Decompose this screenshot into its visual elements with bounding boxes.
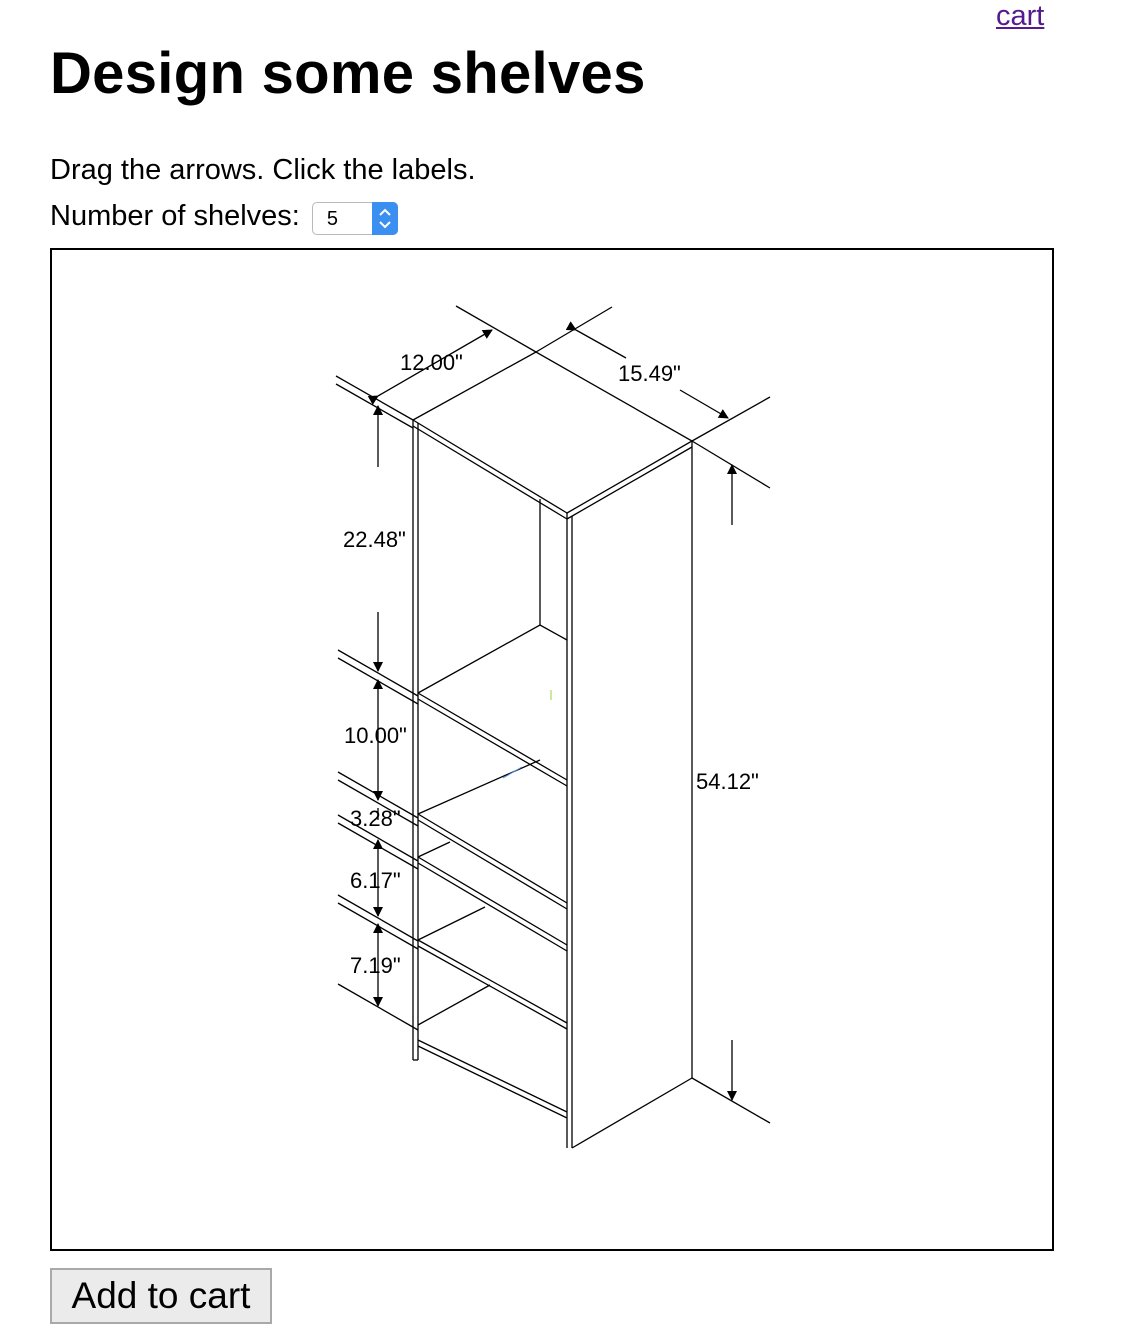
shelf-gap-label[interactable]: 3.28" bbox=[350, 806, 401, 831]
shelf-count-value: 5 bbox=[326, 208, 338, 230]
depth-label[interactable]: 12.00" bbox=[400, 350, 463, 375]
add-to-cart-button[interactable]: Add to cart bbox=[50, 1268, 272, 1324]
select-arrows-icon bbox=[371, 202, 398, 235]
height-dimension[interactable] bbox=[691, 440, 771, 1124]
shelf-design-canvas[interactable]: 12.00" 15.49" 54.12" 22.48" 10.00" 3.28"… bbox=[50, 248, 1054, 1251]
shelf-count-select[interactable]: 5 bbox=[311, 202, 398, 235]
shelf-diagram: 12.00" 15.49" 54.12" 22.48" 10.00" 3.28"… bbox=[335, 305, 771, 1149]
instructions-text: Drag the arrows. Click the labels. bbox=[50, 154, 476, 186]
shelf-gap-label[interactable]: 7.19" bbox=[350, 953, 401, 978]
width-dimension[interactable] bbox=[535, 306, 771, 442]
shelf-gap-dimensions[interactable] bbox=[337, 405, 419, 1031]
shelf-count-row: Number of shelves: 5 bbox=[50, 200, 398, 235]
shelf-count-label: Number of shelves: bbox=[50, 200, 300, 232]
shelf-gap-label[interactable]: 10.00" bbox=[344, 723, 407, 748]
shelf-gap-label[interactable]: 6.17" bbox=[350, 868, 401, 893]
cart-link[interactable]: cart bbox=[996, 0, 1045, 32]
page-title: Design some shelves bbox=[50, 41, 646, 106]
height-label[interactable]: 54.12" bbox=[696, 769, 759, 794]
shelf-boards bbox=[417, 624, 568, 1119]
width-label[interactable]: 15.49" bbox=[618, 361, 681, 386]
bookcase-body bbox=[412, 351, 694, 1149]
shelf-gap-label[interactable]: 22.48" bbox=[343, 527, 406, 552]
